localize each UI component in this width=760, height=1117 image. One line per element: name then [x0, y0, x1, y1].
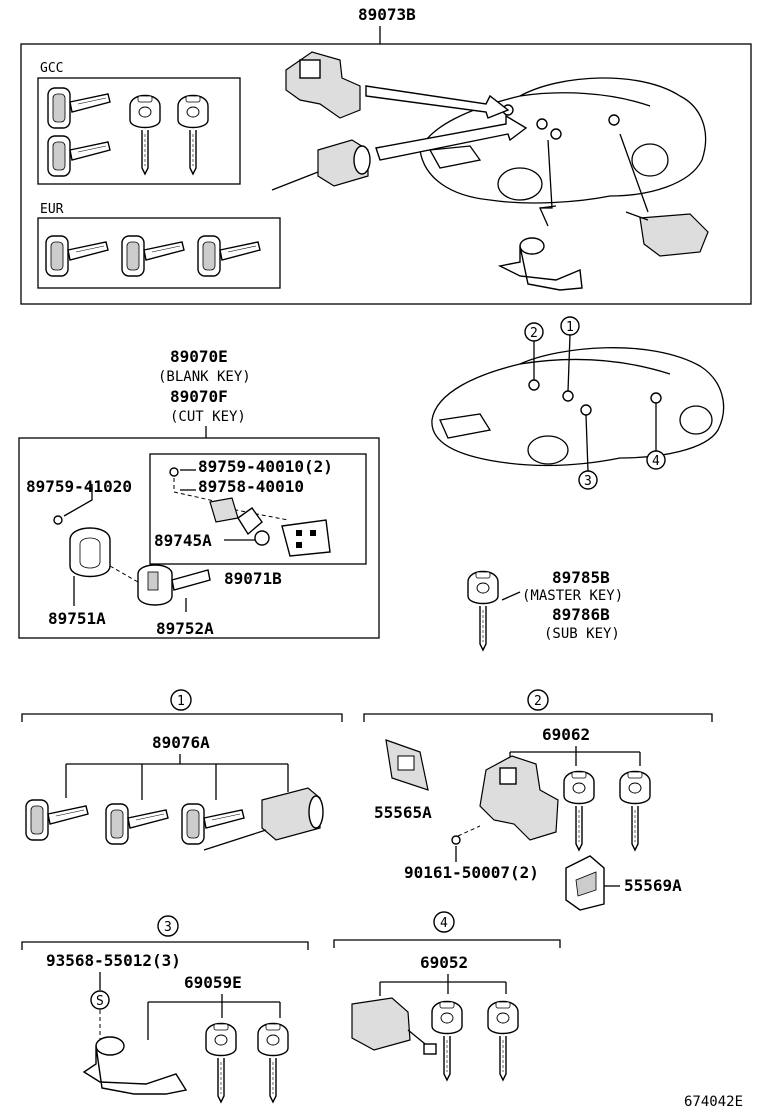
gcc-remote-key-2 [177, 94, 209, 175]
part-battery: 89745A [154, 531, 212, 550]
callout-1: 1 [566, 320, 574, 335]
callout-2: 2 [530, 326, 538, 341]
part-screw-a: 89759-41020 [26, 477, 132, 496]
group2-number: 2 [534, 694, 542, 709]
gcc-flat-key-1 [47, 87, 111, 129]
group1-key-2 [105, 803, 169, 845]
group3-screw-symbol: S [96, 994, 104, 1009]
group3-number: 3 [164, 920, 172, 935]
blank-key-part: 89070E [170, 347, 228, 366]
master-key-part: 89785B [552, 568, 610, 587]
group4-number: 4 [440, 916, 448, 931]
sub-key-note: (SUB KEY) [544, 626, 620, 642]
group3-screw-label: 93568-55012(3) [46, 951, 181, 970]
eur-flat-key-2 [121, 235, 185, 277]
group1-part: 89076A [152, 733, 210, 752]
region-eur-label: EUR [40, 202, 64, 217]
master-key-note: (MASTER KEY) [522, 588, 623, 604]
set-part-number: 89073B [358, 5, 416, 24]
group3-part: 69059E [184, 973, 242, 992]
car-illustration-top [419, 77, 707, 204]
cut-key-note: (CUT KEY) [170, 409, 246, 425]
blank-key-note: (BLANK KEY) [158, 369, 251, 385]
part-case: 89758-40010 [198, 477, 304, 496]
group2-key-2 [619, 770, 651, 851]
group1-key-1 [25, 799, 89, 841]
group4-part: 69052 [420, 953, 468, 972]
gcc-remote-key-1 [129, 94, 161, 175]
cut-key-part: 89070F [170, 387, 228, 406]
group4-key-2 [487, 1000, 519, 1081]
region-gcc-label: GCC [40, 61, 63, 76]
group3-trunk-lock-cylinder [82, 1036, 188, 1095]
group2-screw-label: 90161-50007(2) [404, 863, 539, 882]
group4-door-lock-cylinder [351, 997, 437, 1055]
group1-ignition-cylinder [203, 787, 324, 851]
gcc-flat-key-2 [47, 135, 111, 177]
transponder-case-part [209, 497, 239, 523]
group1-key-3 [181, 803, 245, 845]
part-cover: 89751A [48, 609, 106, 628]
callout-4: 4 [652, 454, 660, 469]
trunk-lock-top [497, 237, 583, 291]
remote-module-part [281, 519, 331, 557]
group3-key-2 [257, 1022, 289, 1103]
group2-bracket-part [385, 739, 429, 791]
door-lock-cylinder-top-right [625, 211, 709, 257]
door-lock-assembly-top [285, 51, 361, 119]
group2-bracket-label: 55565A [374, 803, 432, 822]
battery-holder-part [237, 507, 263, 536]
part-module: 89071B [224, 569, 282, 588]
group4-key-1 [431, 1000, 463, 1081]
part-key: 89752A [156, 619, 214, 638]
eur-flat-key-3 [197, 235, 261, 277]
cut-key-part-illustration [137, 564, 211, 606]
part-screw-b: 89759-40010(2) [198, 457, 333, 476]
group2-cover-part [565, 855, 605, 911]
group2-cover-label: 55569A [624, 876, 682, 895]
group3-key-1 [205, 1022, 237, 1103]
ignition-cylinder-top [271, 139, 371, 191]
eur-flat-key-1 [45, 235, 109, 277]
sub-key-part: 89786B [552, 605, 610, 624]
diagram-code: 674042E [684, 1094, 743, 1110]
group1-number: 1 [177, 694, 185, 709]
master-key-illustration [467, 570, 499, 651]
group2-key-1 [563, 770, 595, 851]
group2-part: 69062 [542, 725, 590, 744]
location-callouts: 2 1 3 4 [524, 316, 666, 490]
callout-3: 3 [584, 474, 592, 489]
group2-door-lock-assembly [479, 755, 559, 841]
car-illustration-locations [431, 347, 725, 467]
